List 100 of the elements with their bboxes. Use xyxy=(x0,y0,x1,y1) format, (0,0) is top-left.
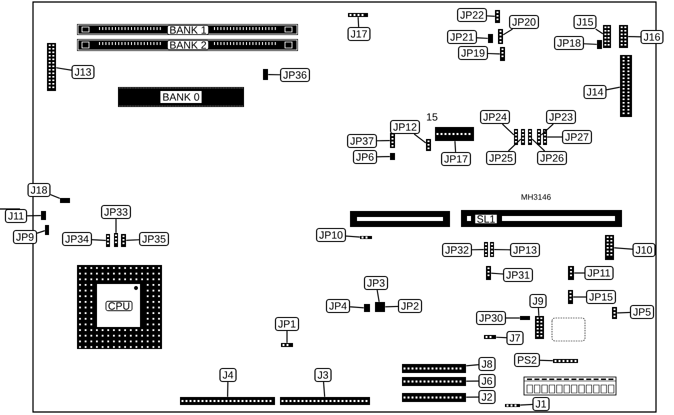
callout-label: J4 xyxy=(219,368,237,382)
pin-header xyxy=(106,234,110,247)
pin-header xyxy=(568,290,573,304)
callout-label: J17 xyxy=(348,26,370,42)
pin-header xyxy=(121,234,126,247)
pin-header xyxy=(484,335,496,339)
memory-chip-socket: BANK 0 xyxy=(118,87,244,107)
pin-header xyxy=(535,316,544,339)
pin-header xyxy=(537,129,541,145)
pin-header xyxy=(520,316,530,320)
leader-line xyxy=(595,28,604,34)
pin-header xyxy=(45,225,49,235)
callout-label: JP31 xyxy=(503,268,533,282)
callout-label: JP1 xyxy=(274,316,300,332)
leader-line xyxy=(385,306,398,308)
pin-header xyxy=(390,133,395,148)
callout-label: J11 xyxy=(4,208,28,224)
pin-header xyxy=(435,127,474,141)
pin-header xyxy=(348,13,368,17)
leader-line xyxy=(502,28,513,36)
pin-header xyxy=(486,266,491,280)
leader-line xyxy=(494,249,510,250)
callout-label: PS2 xyxy=(514,352,540,368)
pin-header xyxy=(484,242,488,257)
callout-label: J15 xyxy=(574,14,596,30)
pin-header xyxy=(490,242,494,257)
callout-label: JP37 xyxy=(347,134,377,148)
pin-header xyxy=(597,40,602,49)
leader-line xyxy=(584,43,597,45)
callout-label: J8 xyxy=(478,356,496,372)
pin-header xyxy=(402,364,466,373)
callout-label: JP17 xyxy=(441,152,471,166)
leader-line xyxy=(628,36,641,38)
leader-line xyxy=(472,249,484,250)
pin-header xyxy=(280,397,370,405)
leader-line xyxy=(50,194,60,199)
leader-line xyxy=(377,156,390,158)
pin-header xyxy=(402,393,466,402)
leader-line xyxy=(227,382,228,397)
callout-label: JP25 xyxy=(486,150,516,166)
leader-line xyxy=(547,136,562,138)
leader-line xyxy=(506,317,520,319)
callout-label: JP6 xyxy=(352,150,378,164)
pin-header xyxy=(500,47,505,61)
callout-label: JP4 xyxy=(326,298,350,314)
callout-label: JP24 xyxy=(480,110,510,124)
leader-line xyxy=(476,37,488,39)
leader-line xyxy=(486,15,495,17)
callout-label: J2 xyxy=(478,390,496,404)
callout-label: JP10 xyxy=(316,228,346,242)
leader-line xyxy=(376,290,380,302)
pin-header xyxy=(605,235,614,260)
pin-header xyxy=(281,343,293,347)
pin-header xyxy=(568,266,574,280)
expansion-slot xyxy=(350,211,450,227)
pin-header xyxy=(620,55,632,117)
leader-line xyxy=(36,230,45,234)
callout-label: JP5 xyxy=(630,304,654,320)
leader-line xyxy=(617,312,630,314)
callout-label: J3 xyxy=(314,368,332,382)
leader-line xyxy=(496,336,506,338)
memory-slot: BANK 1 xyxy=(77,24,298,35)
callout-label: JP22 xyxy=(457,8,487,22)
leader-line xyxy=(454,141,456,152)
pin-header xyxy=(375,302,385,312)
pin-header xyxy=(488,34,493,43)
leader-line xyxy=(115,219,117,233)
leader-line xyxy=(27,215,41,216)
callout-label: J6 xyxy=(478,374,496,388)
callout-label: JP34 xyxy=(62,232,92,246)
callout-label: JP9 xyxy=(12,230,38,244)
leader-line xyxy=(606,86,620,90)
callout-label: J9 xyxy=(529,294,547,308)
pin-header xyxy=(505,404,520,407)
leader-line xyxy=(268,74,280,76)
callout-label: J16 xyxy=(640,30,664,44)
pin-header xyxy=(528,129,532,145)
leader-line xyxy=(350,306,364,308)
leader-line xyxy=(466,380,478,382)
leader-line xyxy=(414,134,426,144)
leader-line xyxy=(540,124,554,136)
pin-header xyxy=(360,236,372,239)
pin-header xyxy=(402,377,466,386)
leader-line xyxy=(573,296,586,298)
board-label: 15 xyxy=(426,113,438,121)
pin-header xyxy=(553,359,578,363)
callout-label: J18 xyxy=(28,182,50,198)
callout-label: JP2 xyxy=(398,298,422,314)
pin-header xyxy=(543,129,547,145)
expansion-slot: SL1 xyxy=(461,210,622,227)
leader-line xyxy=(466,364,478,366)
leader-line xyxy=(346,236,360,238)
callout-label: JP26 xyxy=(537,150,567,166)
pin-header xyxy=(521,129,525,145)
pin-header xyxy=(47,43,56,91)
cpu-socket: CPU xyxy=(77,265,162,349)
memory-slot: BANK 2 xyxy=(77,39,298,51)
pin-header xyxy=(364,304,370,312)
callout-label: JP30 xyxy=(476,310,506,326)
pin-header xyxy=(498,29,503,44)
